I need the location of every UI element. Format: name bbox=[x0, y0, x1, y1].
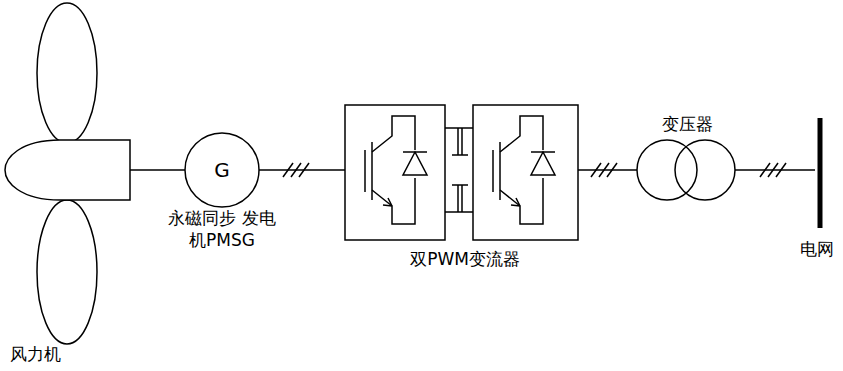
dc-capacitor bbox=[445, 128, 473, 212]
power-line bbox=[735, 169, 815, 171]
transformer-winding bbox=[675, 140, 735, 200]
node-label: 电网 bbox=[790, 238, 843, 260]
turbine-hub bbox=[5, 140, 130, 200]
generator-circle bbox=[185, 133, 259, 207]
inverter-box bbox=[473, 105, 578, 240]
power-line bbox=[578, 169, 637, 171]
node-label: 永磁同步 发电机PMSG bbox=[162, 207, 282, 251]
generator-node: G永磁同步 发电机PMSG bbox=[185, 133, 259, 207]
power-line bbox=[259, 169, 345, 171]
power-line bbox=[130, 169, 185, 171]
grid-node: 电网 bbox=[815, 118, 825, 228]
node-label: 风力机 bbox=[0, 343, 70, 365]
node-label: G bbox=[185, 157, 259, 183]
rectifier-box bbox=[345, 105, 445, 240]
three-phase-marks bbox=[283, 163, 786, 177]
turbine-blade bbox=[37, 3, 97, 143]
node-label: 双PWM变流器 bbox=[385, 248, 545, 270]
transformer-node: 变压器 bbox=[637, 140, 735, 200]
igbt-symbol bbox=[493, 116, 555, 224]
grid-bus bbox=[818, 118, 823, 228]
turbine-blade bbox=[37, 200, 97, 344]
wind-turbine: 风力机 bbox=[5, 140, 130, 200]
igbt-symbol bbox=[365, 116, 427, 224]
converter-node: 双PWM变流器 bbox=[345, 105, 578, 240]
node-label: 变压器 bbox=[637, 113, 737, 135]
transformer-winding bbox=[637, 140, 697, 200]
